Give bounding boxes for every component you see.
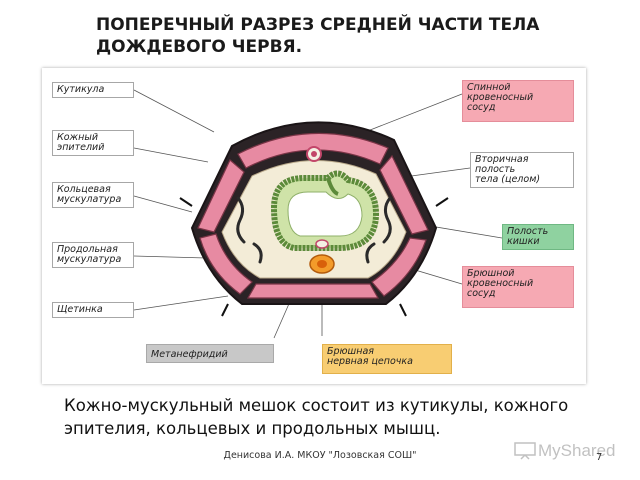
watermark: MyShared bbox=[514, 440, 615, 462]
cross-section-drawing bbox=[133, 89, 503, 339]
ventral-vessel bbox=[315, 239, 329, 249]
longitudinal-muscles bbox=[197, 132, 429, 299]
page-number: 7 bbox=[596, 452, 603, 463]
slide-footer: Денисова И.А. МКОУ "Лозовская СОШ" bbox=[223, 450, 417, 461]
label-skin-epithelium: Кожный эпителий bbox=[52, 130, 134, 156]
label-gut-cavity: Полость кишки bbox=[502, 224, 574, 250]
presentation-screen-icon bbox=[514, 442, 536, 460]
label-bristle: Щетинка bbox=[52, 302, 134, 318]
watermark-text: MyShared bbox=[538, 441, 616, 460]
intestine-cavity bbox=[287, 191, 363, 237]
slide-caption: Кожно-мускульный мешок состоит из кутику… bbox=[64, 396, 569, 438]
bristles bbox=[179, 197, 449, 317]
label-ventral-vessel: Брюшной кровеносный сосуд bbox=[462, 266, 574, 308]
slide-title: ПОПЕРЕЧНЫЙ РАЗРЕЗ СРЕДНЕЙ ЧАСТИ ТЕЛА ДОЖ… bbox=[96, 15, 540, 57]
label-coelom: Вторичная полость тела (целом) bbox=[470, 152, 574, 188]
label-metanephridium: Метанефридий bbox=[146, 344, 274, 363]
typhlosole bbox=[326, 177, 339, 196]
label-ventral-nerve-cord: Брюшная нервная цепочка bbox=[322, 344, 452, 374]
label-longitudinal-muscles: Продольная мускулатура bbox=[52, 242, 134, 268]
label-cuticle: Кутикула bbox=[52, 82, 134, 98]
metanephridia bbox=[236, 196, 392, 264]
label-circular-muscles: Кольцевая мускулатура bbox=[52, 182, 134, 208]
worm-cross-section-figure: Кутикула Кожный эпителий Кольцевая муску… bbox=[42, 68, 586, 384]
label-dorsal-vessel: Спинной кровеносный сосуд bbox=[462, 80, 574, 122]
